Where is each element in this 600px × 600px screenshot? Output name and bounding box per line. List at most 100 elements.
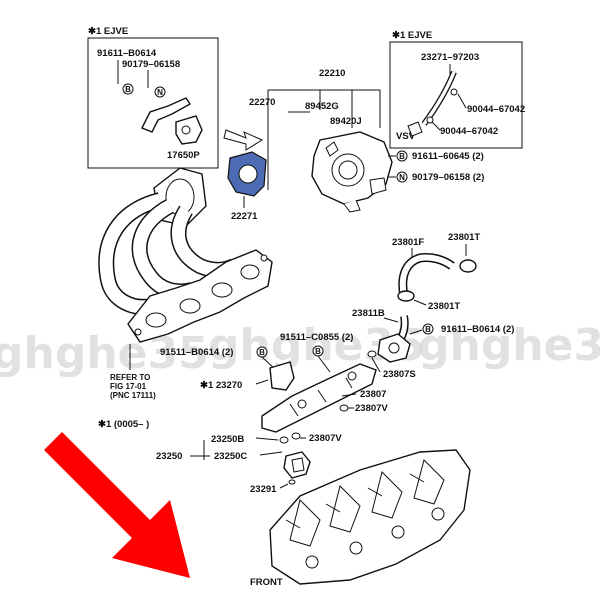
gasket-hole (238, 164, 258, 184)
label-91511-c0855: 91511–C0855 (2) (280, 332, 353, 343)
label-23250b: 23250B (211, 434, 244, 445)
label-23807v-b: 23807V (309, 433, 342, 444)
label-23250: 23250 (156, 451, 182, 462)
label-23807v-a: 23807V (355, 403, 388, 414)
leader-line (457, 93, 467, 109)
right-ejve-box (389, 41, 523, 149)
throttle-plate (338, 160, 358, 180)
throttle-base-lug (343, 199, 361, 213)
right-box-title: ✱1 EJVE (392, 30, 432, 41)
flange-bolt-hole (260, 254, 268, 262)
bolt-badge-b: B (396, 150, 408, 162)
left-box-title: ✱1 EJVE (88, 26, 128, 37)
leader-bracket (267, 89, 381, 190)
label-vsv: VSV (396, 131, 416, 142)
note-date-range: ✱1 (0005– ) (98, 419, 149, 430)
head-detail-lines (285, 473, 425, 529)
leader-line (409, 329, 423, 335)
label-23801t-a: 23801T (448, 232, 480, 243)
fuel-rail-group: 91511–C0855 (2) B 91511–B0614 (2) B ✱1 2… (98, 332, 388, 433)
rail-injector-cups (289, 377, 353, 417)
fuel-rail-bracket (269, 361, 295, 391)
throttle-position-sensor (325, 141, 339, 157)
label-91611-b0614-a: 91611–B0614 (97, 48, 157, 59)
refer-line-2: FIG 17-01 (110, 382, 147, 391)
svg-text:N: N (399, 173, 405, 182)
leader-line (255, 379, 269, 385)
red-arrow-icon (44, 432, 190, 578)
hose-right-group: 23801F 23801T 23801T 23811B B 91611–B061… (352, 232, 514, 380)
port-opening (240, 264, 260, 280)
sensor-bracket (141, 97, 192, 133)
port-opening (145, 312, 167, 328)
injector-grommet (291, 432, 301, 440)
direction-outline-arrow (223, 129, 264, 151)
rail-mount-hole (347, 371, 357, 381)
nut-badge-n: N (396, 171, 408, 183)
leader-line (388, 155, 396, 178)
bolt-badge-b: B (122, 83, 134, 95)
svg-text:B: B (125, 85, 131, 94)
label-23250c: 23250C (214, 451, 247, 462)
bolt-badge-b: B (312, 345, 324, 357)
label-23271-97203: 23271–97203 (421, 52, 479, 63)
hose-clamp-b (397, 290, 415, 302)
leader-line (317, 355, 331, 373)
head-port (413, 459, 445, 505)
regulator-port (388, 342, 400, 354)
label-90044-67042-a: 90044–67042 (467, 104, 525, 115)
label-89452g: 89452G (305, 101, 339, 112)
label-23270: ✱1 23270 (200, 380, 242, 391)
label-23807: 23807 (360, 389, 386, 400)
rail-mount-hole (297, 399, 307, 409)
fuel-hose (399, 254, 454, 297)
label-89420j: 89420J (330, 116, 362, 127)
label-90179-06158-b: 90179–06158 (2) (412, 172, 484, 183)
head-bore (349, 541, 363, 555)
flange-bolt-hole (134, 328, 142, 336)
label-17650p: 17650P (167, 150, 200, 161)
refer-line-1: REFER TO (110, 373, 150, 382)
runner-1 (99, 193, 162, 314)
hose-clamp-a (459, 259, 477, 273)
svg-text:B: B (399, 152, 405, 161)
hose-clip-b (426, 116, 434, 124)
label-23811b: 23811B (352, 308, 385, 319)
leader-line (279, 483, 289, 489)
label-23801t-b: 23801T (428, 301, 460, 312)
o-ring (339, 404, 349, 412)
head-port (329, 485, 361, 533)
svg-text:N: N (157, 88, 163, 97)
watermark-text-3: ghghe35 (418, 320, 600, 371)
svg-text:B: B (315, 347, 321, 356)
watermark-text-1: ghghe35 (0, 328, 209, 379)
label-22270: 22270 (249, 97, 275, 108)
svg-text:B: B (259, 348, 265, 357)
label-22210: 22210 (319, 68, 345, 79)
head-bore (431, 507, 445, 521)
leader-line (341, 393, 357, 397)
idle-control-valve (369, 177, 387, 195)
right-ejve-group: ✱1 EJVE 23271–97203 90044–67042 90044–67… (389, 30, 525, 149)
label-90044-67042-b: 90044–67042 (440, 126, 498, 137)
left-ejve-box (87, 37, 219, 169)
injector-o-ring-upper (279, 436, 289, 444)
cylinder-head-group: FRONT (250, 449, 471, 588)
label-23801f: 23801F (392, 237, 424, 248)
label-90179-06158-a: 90179–06158 (122, 59, 180, 70)
vsv-valve (407, 121, 423, 137)
label-23807s: 23807S (383, 369, 416, 380)
label-23291: 23291 (250, 484, 277, 495)
head-bore (305, 555, 319, 569)
label-91511-b0614: 91511–B0614 (2) (160, 347, 233, 358)
head-bore (391, 525, 405, 539)
bolt-badge-b: B (422, 323, 434, 335)
leader-bracket (190, 437, 283, 460)
label-91611-60645: 91611–60645 (2) (412, 151, 484, 162)
port-opening (211, 282, 233, 298)
injector-o-ring-lower (288, 479, 296, 485)
head-port (289, 499, 321, 547)
injector-connector (291, 457, 305, 473)
